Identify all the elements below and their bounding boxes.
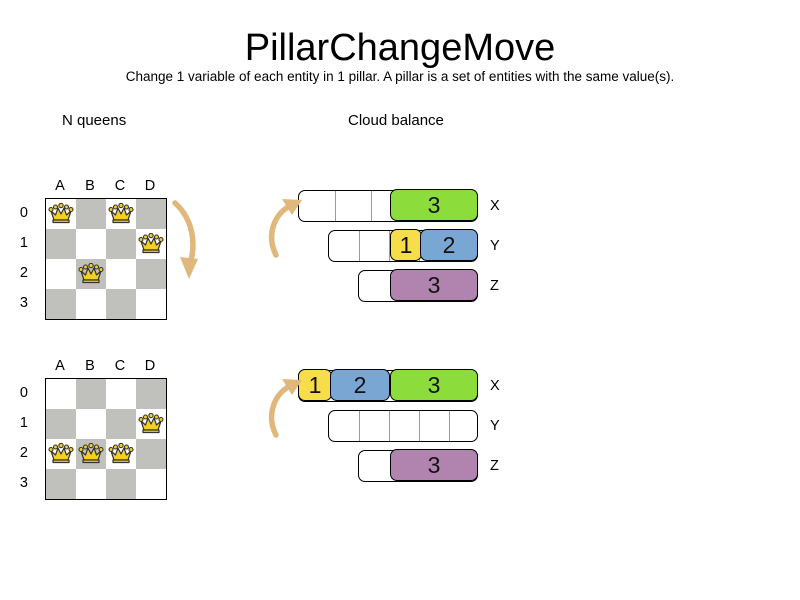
chessboard-cell[interactable]	[106, 439, 136, 469]
cloud-computer-label: X	[490, 378, 500, 394]
board-column-label: C	[114, 358, 126, 374]
chessboard-cell[interactable]	[46, 469, 76, 499]
chessboard-cell[interactable]	[106, 379, 136, 409]
board-column-label: C	[114, 178, 126, 194]
cloud-process-value: 3	[427, 371, 441, 398]
chessboard-cell[interactable]	[46, 379, 76, 409]
chessboard-cell[interactable]	[136, 379, 166, 409]
board-column-label: A	[55, 178, 65, 194]
chessboard-cell[interactable]	[136, 409, 166, 439]
chessboard-cell[interactable]	[76, 379, 106, 409]
cloud-computer-label: Z	[490, 458, 499, 474]
chessboard-cell[interactable]	[136, 469, 166, 499]
cloud-computer-label: X	[490, 198, 500, 214]
chessboard-cell[interactable]	[76, 289, 106, 319]
page-subtitle: Change 1 variable of each entity in 1 pi…	[125, 69, 675, 84]
cloud-process-segment[interactable]: 3	[390, 449, 478, 481]
cloud-process-value: 1	[308, 371, 322, 398]
cloud-transition-arrow-top-icon	[264, 193, 308, 268]
cloud-process-value: 3	[427, 451, 441, 478]
board-row-label: 0	[19, 385, 28, 401]
board-column-label: B	[85, 358, 95, 374]
chessboard-cell[interactable]	[46, 259, 76, 289]
chessboard-cell[interactable]	[136, 259, 166, 289]
board-transition-arrow-icon	[163, 193, 203, 293]
board-row-label: 2	[19, 445, 28, 461]
cloud-process-segment[interactable]: 3	[390, 189, 478, 221]
chessboard-cell[interactable]	[106, 199, 136, 229]
chessboard-cell[interactable]	[76, 469, 106, 499]
board-row-label: 1	[19, 415, 28, 431]
chessboard-cell[interactable]	[76, 409, 106, 439]
board-row-label: 3	[19, 475, 28, 491]
cloud-process-value: 3	[427, 191, 441, 218]
chessboard-cell[interactable]	[76, 229, 106, 259]
board-row-label: 1	[19, 235, 28, 251]
chessboard-cell[interactable]	[76, 259, 106, 289]
board-column-label: A	[55, 358, 65, 374]
chessboard-cell[interactable]	[46, 289, 76, 319]
cloud-process-value: 2	[353, 371, 367, 398]
chessboard-cell[interactable]	[136, 289, 166, 319]
chessboard-cell[interactable]	[46, 439, 76, 469]
board-column-label: D	[144, 358, 156, 374]
cloud-process-segment[interactable]: 2	[420, 229, 478, 261]
cloud-process-value: 3	[427, 271, 441, 298]
chessboard-grid	[45, 198, 167, 320]
board-row-label: 3	[19, 295, 28, 311]
chessboard-cell[interactable]	[46, 229, 76, 259]
chessboard-cell[interactable]	[136, 439, 166, 469]
chessboard-cell[interactable]	[76, 199, 106, 229]
bar-tick	[359, 231, 360, 261]
chessboard-cell[interactable]	[106, 229, 136, 259]
board-row-label: 2	[19, 265, 28, 281]
cloud-process-segment[interactable]: 2	[330, 369, 390, 401]
chessboard-cell[interactable]	[106, 469, 136, 499]
cloud-process-value: 2	[442, 231, 456, 258]
bar-tick	[389, 411, 390, 441]
chessboard-cell[interactable]	[136, 199, 166, 229]
board-column-label: B	[85, 178, 95, 194]
chessboard-cell[interactable]	[136, 229, 166, 259]
chessboard-cell[interactable]	[46, 409, 76, 439]
bar-tick	[359, 411, 360, 441]
cloud-computer-label: Z	[490, 278, 499, 294]
bar-tick	[389, 231, 390, 261]
section-heading-nqueens: N queens	[62, 112, 127, 129]
bar-tick	[335, 191, 336, 221]
chessboard-cell[interactable]	[46, 199, 76, 229]
chessboard-cell[interactable]	[106, 289, 136, 319]
cloud-process-value: 1	[399, 231, 413, 258]
cloud-process-segment[interactable]: 1	[390, 229, 422, 261]
chessboard-cell[interactable]	[106, 409, 136, 439]
chessboard-grid	[45, 378, 167, 500]
cloud-process-segment[interactable]: 3	[390, 269, 478, 301]
cloud-transition-arrow-bottom-icon	[264, 373, 308, 448]
cloud-computer-label: Y	[490, 238, 500, 254]
cloud-computer-bar[interactable]	[328, 410, 478, 442]
section-heading-cloud: Cloud balance	[348, 112, 444, 129]
board-column-label: D	[144, 178, 156, 194]
cloud-computer-label: Y	[490, 418, 500, 434]
bar-tick	[449, 411, 450, 441]
bar-tick	[419, 411, 420, 441]
board-row-label: 0	[19, 205, 28, 221]
cloud-process-segment[interactable]: 3	[390, 369, 478, 401]
page-title: PillarChangeMove	[244, 27, 556, 69]
chessboard-cell[interactable]	[76, 439, 106, 469]
chessboard-cell[interactable]	[106, 259, 136, 289]
bar-tick	[371, 191, 372, 221]
